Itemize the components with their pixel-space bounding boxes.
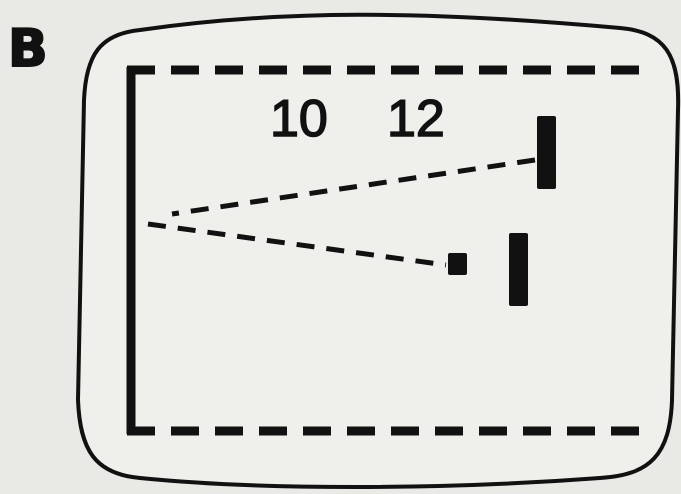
left-score: 10 <box>270 90 328 148</box>
ball <box>448 253 467 275</box>
tv-screen-frame <box>78 15 678 487</box>
right-paddle <box>537 116 556 189</box>
player-paddle <box>509 233 528 306</box>
right-score: 12 <box>387 90 445 148</box>
panel-label: B <box>8 19 48 79</box>
